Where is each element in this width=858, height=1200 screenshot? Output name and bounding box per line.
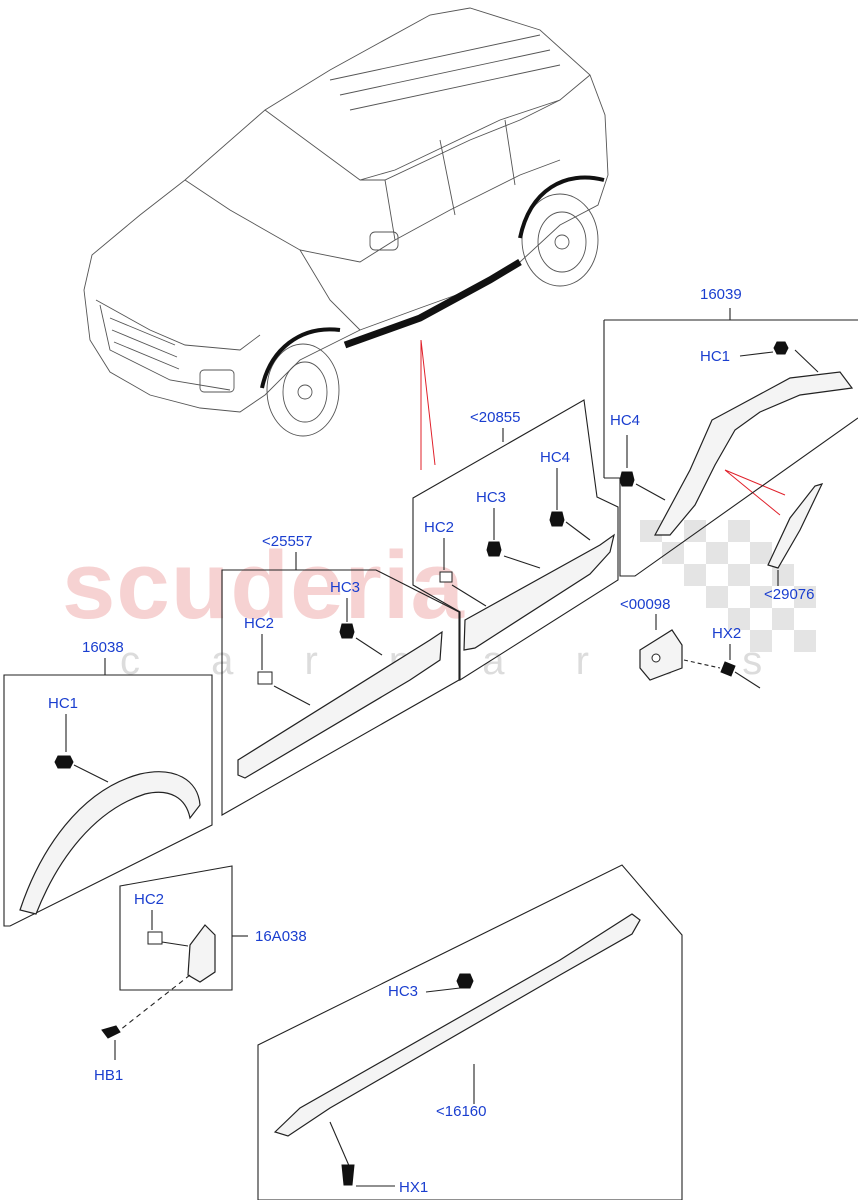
group-20855: <20855 HC4 HC3 HC2 [412,399,619,681]
group-16038: 16038 HC1 [3,639,213,927]
label-hb1[interactable]: HB1 [94,1067,123,1084]
label-hc2-splash[interactable]: HC2 [134,891,164,908]
clip-hc1-front [54,755,74,769]
watermark-subtitle: c a r p a r t s [120,639,792,683]
label-hc3-door[interactable]: HC3 [476,489,506,506]
clip-hc2-splash [147,931,163,945]
group-16039: 16039 HC1 HC4 <29076 [603,286,858,603]
clip-hc2-door [439,571,453,583]
clip-hc4-door [549,511,565,527]
label-16038[interactable]: 16038 [82,639,124,656]
group-16A038: HC2 16A038 HB1 [94,865,307,1084]
front-door-moulding [237,630,443,779]
label-hc4-rear[interactable]: HC4 [610,412,640,429]
label-hc4-door[interactable]: HC4 [540,449,570,466]
label-hx1[interactable]: HX1 [399,1179,428,1196]
label-hc3-sill[interactable]: HC3 [388,983,418,1000]
highlighted-front-arch [260,327,341,389]
highlighted-side-sill [343,258,522,349]
fastener-hx1 [341,1164,355,1186]
checkered-flag-icon [640,520,816,652]
bolt-hb1 [101,1025,121,1039]
clip-hc3-door [486,541,502,557]
label-hc1-rear[interactable]: HC1 [700,348,730,365]
clip-hc4-rear [619,471,635,487]
clip-hc3-sill [456,973,474,989]
rivet-hx2 [720,661,736,677]
front-wheel-arch-moulding [19,771,201,915]
group-25557: <25557 HC3 HC2 [221,533,460,816]
clip-hc2-front-door [257,671,273,685]
highlighted-rear-arch [518,175,605,239]
label-hx2[interactable]: HX2 [712,625,741,642]
label-16160[interactable]: <16160 [436,1103,486,1120]
rear-wheel-arch-moulding [653,371,854,536]
rear-door-moulding [463,533,615,651]
label-16A038[interactable]: 16A038 [255,928,307,945]
label-hc1-front[interactable]: HC1 [48,695,78,712]
label-25557[interactable]: <25557 [262,533,312,550]
label-hc2-front-door[interactable]: HC2 [244,615,274,632]
clip-hc1-rear [773,341,789,355]
group-16160: HC3 <16160 HX1 [257,864,683,1200]
watermark-brand: scuderia [62,532,465,639]
label-hc2-door[interactable]: HC2 [424,519,454,536]
mud-flap [187,924,216,983]
group-00098: <00098 HX2 [620,596,761,689]
side-sill-moulding [273,913,641,1137]
vehicle-illustration [83,7,609,437]
label-20855[interactable]: <20855 [470,409,520,426]
label-hc3-front-door[interactable]: HC3 [330,579,360,596]
label-16039[interactable]: 16039 [700,286,742,303]
mounting-bracket [639,629,683,681]
rear-trim-strip-29076 [767,483,824,569]
clip-hc3-front-door [339,623,355,639]
label-29076[interactable]: <29076 [764,586,814,603]
label-00098[interactable]: <00098 [620,596,670,613]
